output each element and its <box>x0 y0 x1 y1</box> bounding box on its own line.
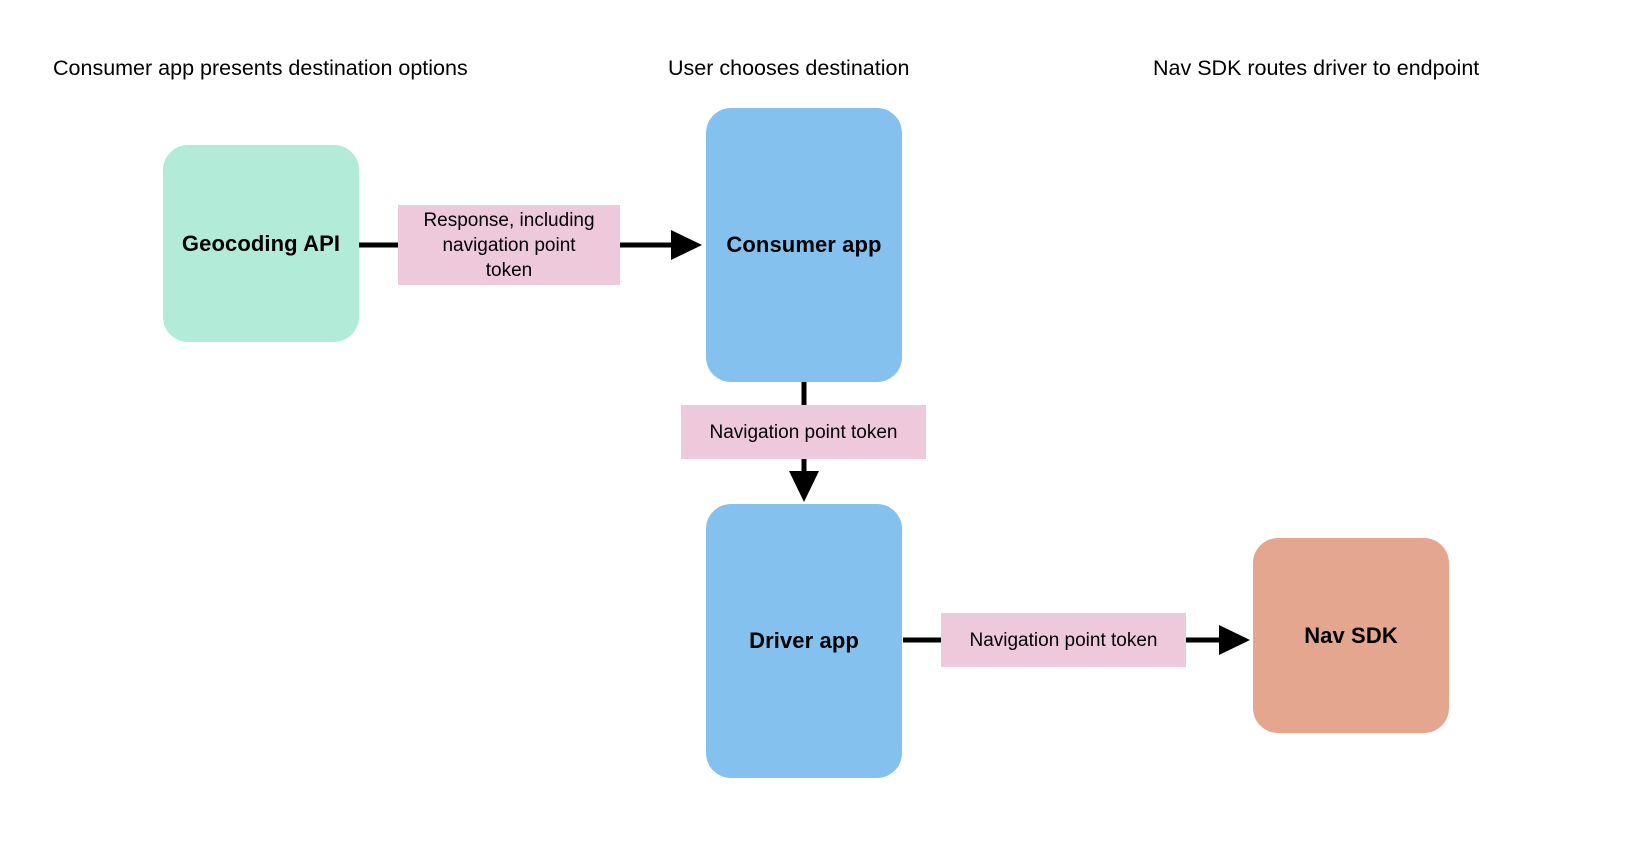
node-nav-sdk-label: Nav SDK <box>1304 622 1398 648</box>
column-header-consumer-app-presents: Consumer app presents destination option… <box>53 56 468 80</box>
edge-label-text: Navigation point token <box>709 421 898 443</box>
node-driver-app[interactable]: Driver app <box>706 504 902 778</box>
node-driver-app-label: Driver app <box>749 628 859 653</box>
column-header-user-chooses-destination: User chooses destination <box>668 56 910 80</box>
node-consumer-app[interactable]: Consumer app <box>706 108 902 382</box>
edge-label-text: Navigation point token <box>969 629 1158 651</box>
column-header-nav-sdk-routes-driver: Nav SDK routes driver to endpoint <box>1153 56 1480 80</box>
node-geocoding-api-label: Geocoding API <box>181 230 341 256</box>
edge-label-navigation-point-token-consumer-to-driver: Navigation point token <box>681 405 926 459</box>
edge-label-navigation-point-token-driver-to-navsdk: Navigation point token <box>941 613 1186 667</box>
node-nav-sdk[interactable]: Nav SDK <box>1253 538 1449 733</box>
node-consumer-app-label: Consumer app <box>726 232 882 257</box>
node-geocoding-api[interactable]: Geocoding API <box>163 145 359 342</box>
